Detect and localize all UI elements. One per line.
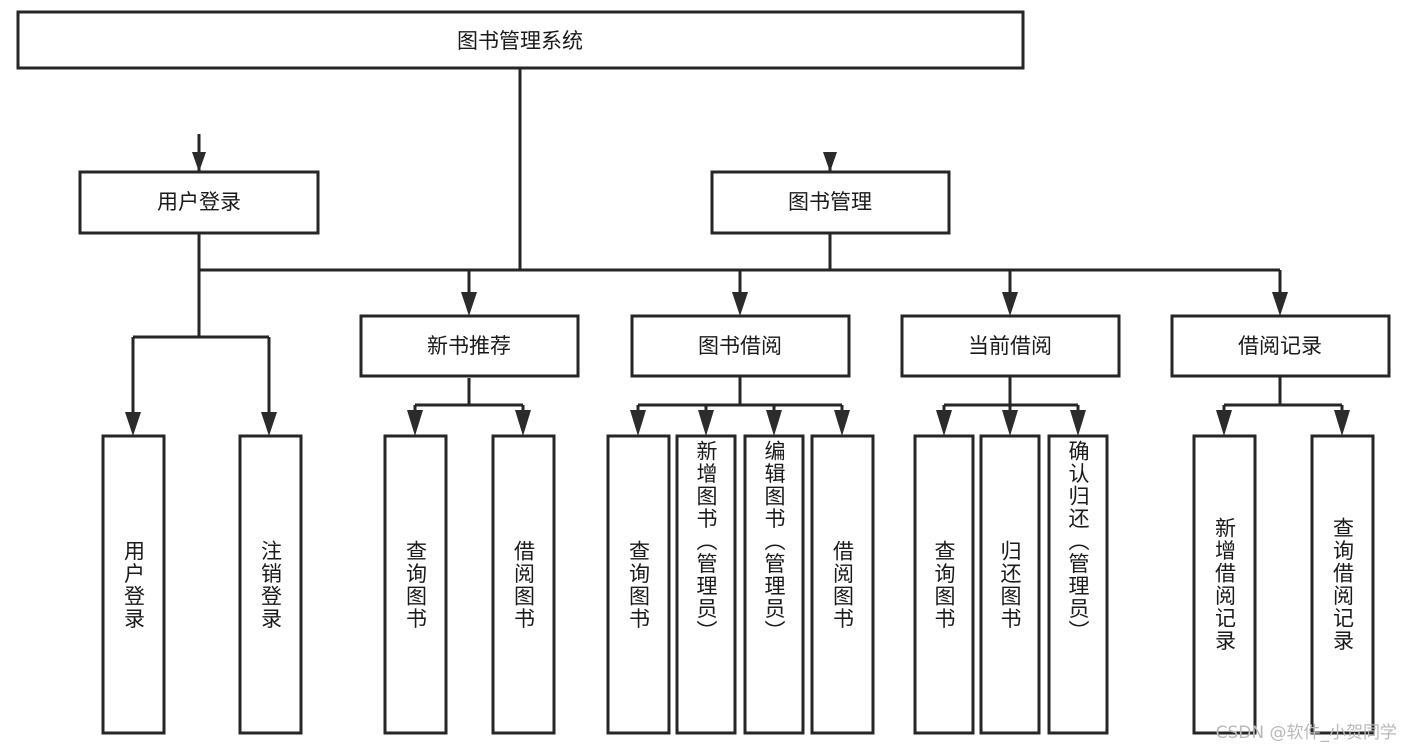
leaf-return-book-label-wrap: 归还图书 (981, 436, 1039, 733)
node-book-borrow-box[interactable] (630, 314, 851, 378)
arrow-to-leaf-return-book (1002, 410, 1018, 436)
arrow-to-book-borrow (732, 292, 748, 316)
arrow-to-leaf-add-book (698, 410, 714, 436)
leaf-logout-label: 注销登录 (258, 539, 283, 630)
node-leaf-user-login-box[interactable] (101, 434, 166, 735)
node-user-login-box[interactable] (78, 170, 320, 235)
arrow-to-new-book-recommend (461, 292, 477, 316)
leaf-add-record-label: 新增借阅记录 (1212, 517, 1237, 652)
leaf-borrow-book-2-label: 借阅图书 (830, 539, 855, 630)
arrow-to-leaf-logout (261, 412, 277, 436)
leaf-return-book-label: 归还图书 (998, 539, 1022, 630)
node-layer (16, 10, 1391, 735)
node-leaf-query-book-1-box[interactable] (383, 434, 448, 735)
arrow-to-leaf-query-record (1334, 410, 1350, 436)
node-leaf-add-record-box[interactable] (1192, 434, 1257, 735)
node-leaf-borrow-book-1-box[interactable] (491, 434, 556, 735)
node-book-management-box[interactable] (710, 170, 951, 235)
leaf-borrow-book-1-label: 借阅图书 (511, 539, 536, 630)
node-leaf-logout-box[interactable] (238, 434, 303, 735)
leaf-query-book-2-label: 查询图书 (626, 539, 651, 630)
arrow-to-borrow-record (1272, 292, 1288, 316)
user-login-label: 用户登录 (157, 190, 241, 214)
node-leaf-confirm-return-box[interactable] (1047, 434, 1109, 735)
arrow-to-leaf-user-login (125, 412, 141, 436)
node-leaf-query-record-box[interactable] (1310, 434, 1375, 735)
new-book-recommend-label: 新书推荐 (427, 334, 511, 358)
book-management-label: 图书管理 (788, 190, 872, 214)
book-borrow-label: 图书借阅 (698, 334, 782, 358)
leaf-edit-book-label-wrap: 编辑图书（管理员） (745, 436, 803, 733)
leaf-borrow-book-2-label-wrap: 借阅图书 (812, 436, 873, 733)
leaf-query-book-2-label-wrap: 查询图书 (608, 436, 669, 733)
horizontal-label-layer: 图书管理系统 用户登录 图书管理 新书推荐 图书借阅 当前借阅 借阅记录 (157, 29, 1322, 358)
leaf-add-record-label-wrap: 新增借阅记录 (1194, 436, 1255, 733)
node-borrow-record-box[interactable] (1170, 314, 1391, 378)
node-leaf-add-book-box[interactable] (675, 434, 737, 735)
arrow-to-leaf-borrow-book-2 (834, 410, 850, 436)
arrow-to-user-login (192, 152, 206, 172)
node-leaf-query-book-3-box[interactable] (913, 434, 975, 735)
connector-layer (125, 68, 1350, 436)
arrow-to-leaf-borrow-book-1 (515, 410, 531, 436)
leaf-confirm-return-label-wrap: 确认归还（管理员） (1049, 436, 1107, 733)
arrow-to-leaf-add-record (1216, 410, 1232, 436)
leaf-user-login-label: 用户登录 (121, 539, 146, 630)
node-new-book-recommend-box[interactable] (359, 314, 580, 378)
title-label: 图书管理系统 (457, 29, 583, 53)
leaf-user-login-label-wrap: 用户登录 (103, 436, 164, 733)
arrow-to-leaf-query-book-1 (407, 410, 423, 436)
arrow-to-book-management (823, 152, 837, 172)
leaf-query-book-1-label-wrap: 查询图书 (385, 436, 446, 733)
leaf-query-book-3-label: 查询图书 (932, 539, 956, 630)
leaf-query-book-1-label: 查询图书 (403, 539, 428, 630)
leaf-query-record-label: 查询借阅记录 (1330, 517, 1355, 652)
leaf-logout-label-wrap: 注销登录 (240, 436, 301, 733)
leaf-add-book-label-wrap: 新增图书（管理员） (677, 436, 735, 733)
node-current-borrow-box[interactable] (900, 314, 1121, 378)
arrow-to-current-borrow (1002, 292, 1018, 316)
leaf-add-book-label: 新增图书（管理员） (694, 440, 718, 643)
vertical-label-layer: 用户登录 注销登录 查询图书 借阅图书 查询图书 (103, 436, 1373, 733)
arrow-to-leaf-confirm-return (1070, 410, 1086, 436)
borrow-record-label: 借阅记录 (1238, 334, 1322, 358)
leaf-query-book-3-label-wrap: 查询图书 (915, 436, 973, 733)
node-title-box[interactable] (16, 10, 1025, 70)
leaf-confirm-return-label: 确认归还（管理员） (1066, 440, 1090, 643)
arrow-to-leaf-edit-book (766, 410, 782, 436)
current-borrow-label: 当前借阅 (968, 334, 1052, 358)
node-leaf-edit-book-box[interactable] (743, 434, 805, 735)
leaf-borrow-book-1-label-wrap: 借阅图书 (493, 436, 554, 733)
leaf-query-record-label-wrap: 查询借阅记录 (1312, 436, 1373, 733)
leaf-edit-book-label: 编辑图书（管理员） (762, 440, 786, 643)
node-leaf-return-book-box[interactable] (979, 434, 1041, 735)
node-leaf-borrow-book-2-box[interactable] (810, 434, 875, 735)
csdn-watermark: CSDN @软件_小贺同学 (1215, 723, 1397, 743)
arrow-to-leaf-query-book-3 (936, 410, 952, 436)
arrow-to-leaf-query-book-2 (630, 410, 646, 436)
node-leaf-query-book-2-box[interactable] (606, 434, 671, 735)
